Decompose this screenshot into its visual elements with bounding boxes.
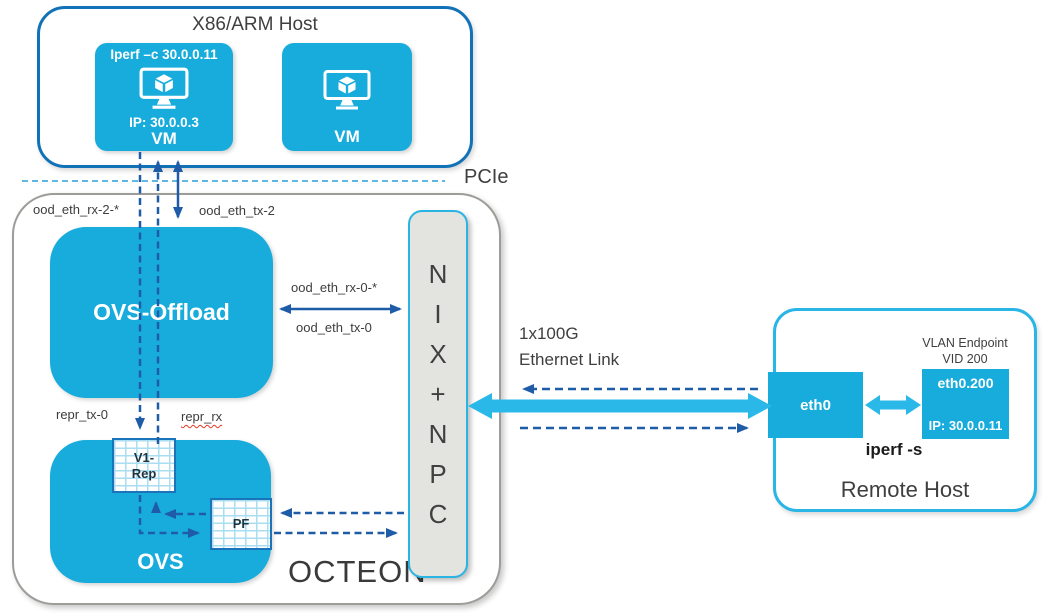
eth0-200-box: eth0.200 IP: 30.0.0.11 [922,369,1009,439]
eth0-label: eth0 [800,396,831,414]
vm-monitor-icon [139,67,189,109]
nix-letter: N [428,259,448,289]
link-speed-label: 1x100G [519,324,579,343]
nix-letter: I [434,299,442,329]
ovs-label: OVS [137,549,184,574]
vm1-label: VM [151,129,177,148]
vm1-box: Iperf –c 30.0.0.11 IP: 30.0.0.3 VM [95,43,233,151]
v1-rep-label-line1: V1- [133,449,155,465]
label-repr-rx: repr_rx [181,409,223,424]
ovs-offload-box: OVS-Offload [50,227,273,398]
label-repr-tx-0: repr_tx-0 [56,407,109,422]
nix-letter: + [430,379,446,409]
v1-rep-box: V1- Rep [112,438,176,493]
v1-rep-label-line2: Rep [131,465,157,481]
eth0-box: eth0 [768,372,863,438]
vm2-box: VM [282,43,412,151]
vm1-ip: IP: 30.0.0.3 [129,115,199,130]
nix-letter: C [428,499,448,529]
vm2-label: VM [334,127,360,146]
vm1-iperf-command: Iperf –c 30.0.0.11 [110,47,218,62]
label-ood-eth-tx-2: ood_eth_tx-2 [199,203,275,218]
label-ood-eth-tx-0: ood_eth_tx-0 [296,320,372,335]
eth0-200-ip: IP: 30.0.0.11 [928,418,1003,433]
vlan-endpoint-line1: VLAN Endpoint [922,336,1008,350]
pf-box: PF [210,498,272,550]
ovs-offload-label: OVS-Offload [93,299,230,325]
remote-host-title: Remote Host [840,477,970,502]
host-title: X86/ARM Host [192,14,318,35]
nix-letter: P [429,459,447,489]
label-ood-eth-rx-0: ood_eth_rx-0-* [291,280,377,295]
eth0-200-label: eth0.200 [937,375,994,391]
label-ood-eth-rx-2: ood_eth_rx-2-* [33,202,119,217]
link-name-label: Ethernet Link [519,350,620,369]
nix-letter: X [429,339,447,369]
ethernet-link-arrow [468,393,772,419]
iperf-server-label: iperf -s [865,440,923,459]
vm-monitor-icon [323,70,371,110]
vlan-endpoint-line2: VID 200 [942,351,988,366]
octeon-label: OCTEON [288,554,427,589]
pcie-label: PCIe [464,166,509,188]
vlan-endpoint-caption: VLAN Endpoint VID 200 [900,336,1030,367]
pf-label: PF [232,516,250,532]
nix-letter: N [428,419,448,449]
nix-npc-box: N I X + N P C [408,210,468,578]
